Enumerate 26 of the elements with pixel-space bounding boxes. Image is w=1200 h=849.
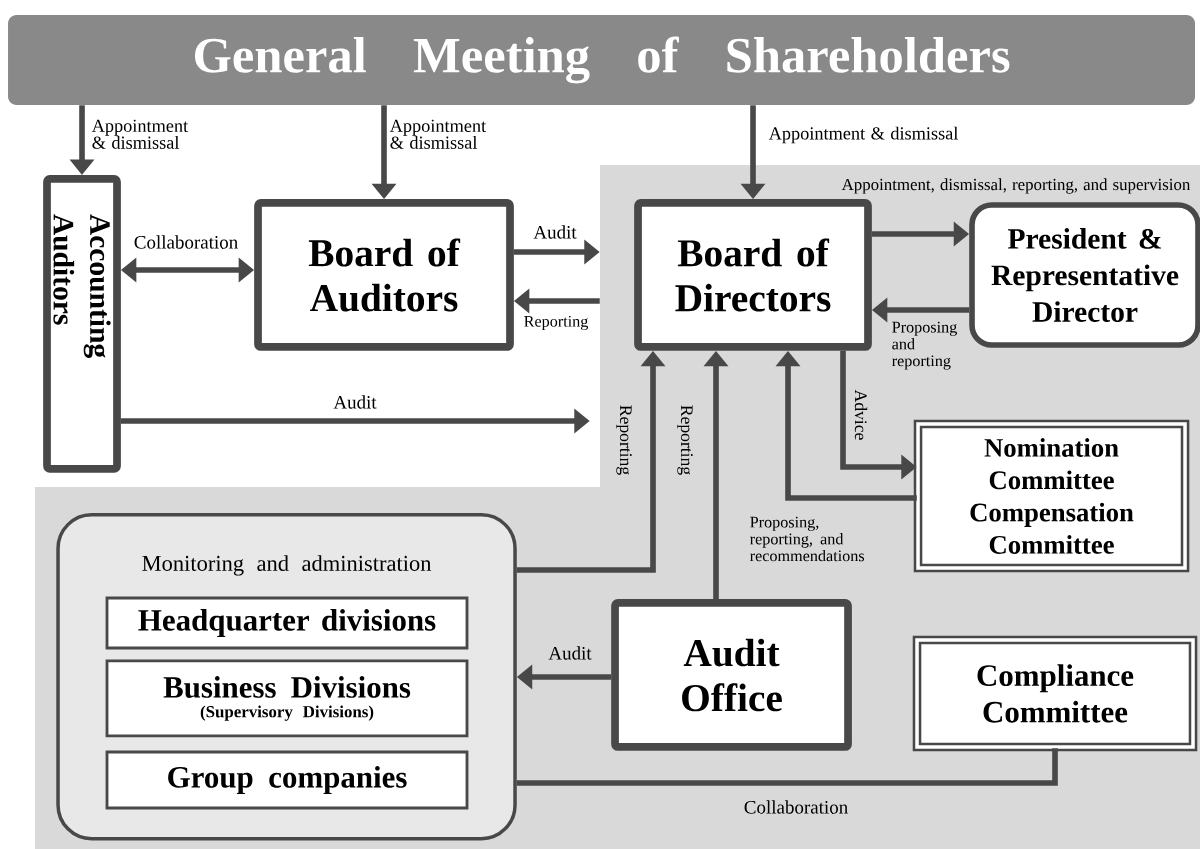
process-box: Headquarter divisions [105,596,469,650]
process-box: Group companies [105,750,469,810]
edge-label: Appointment & dismissal [768,126,958,144]
process-box: Business Divisions (Supervisory Divisions) [105,659,469,738]
edge-label: Appointment & dismissal [91,119,189,149]
edge-label: Audit [333,395,377,409]
edge-label: Reporting [616,405,632,475]
edge-label: Proposing, reporting, and recommendations [750,516,865,562]
edge-label: Advice [854,389,868,440]
double-border-box: Compliance Committee [912,635,1198,752]
double-border-box: Nomination Committee Compensation Committee [913,419,1190,573]
edge-label: Appointment, dismissal, reporting, and supervision [841,178,1191,194]
edge-label: Collaboration [134,235,238,249]
process-box: Accounting Auditors [43,175,121,473]
heading-banner: General Meeting of Shareholders [8,15,1196,105]
edge-label: Audit [548,646,592,660]
edge-label: Proposing and reporting [892,321,957,370]
process-box: Board of Auditors [254,199,514,351]
edge-label: Audit [533,225,577,239]
edge-label: Collaboration [744,800,848,814]
edge-label: Reporting [524,315,589,331]
rounded-box: President & Representative Director [969,202,1200,348]
edge-label: Reporting [677,405,693,475]
edge-label: Appointment & dismissal [389,119,487,149]
process-box: Audit Office [611,599,852,751]
process-box: Board of Directors [634,199,872,351]
